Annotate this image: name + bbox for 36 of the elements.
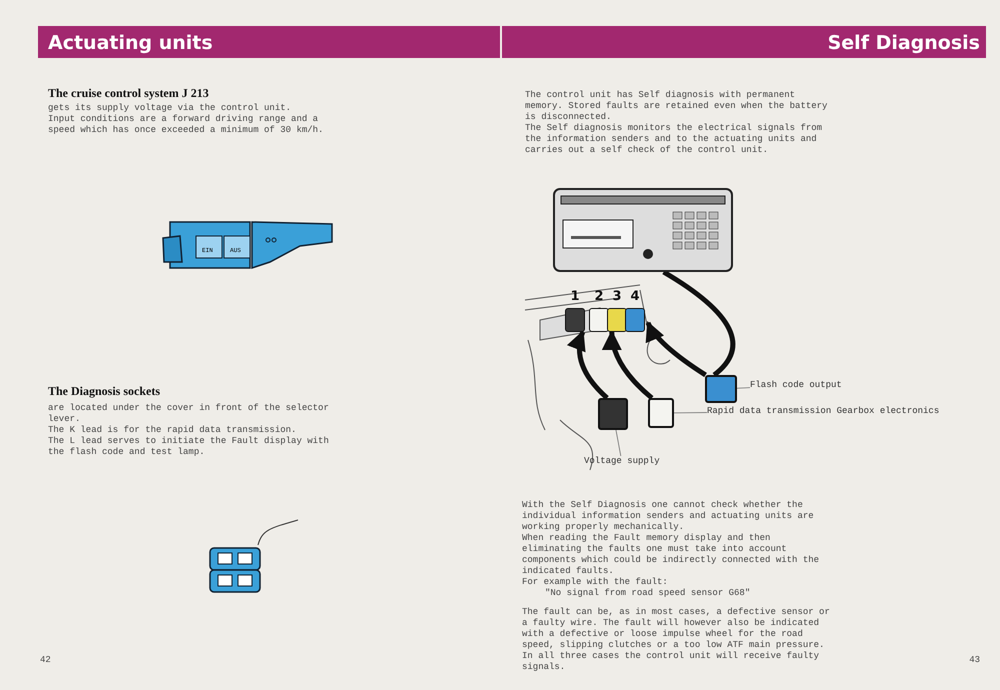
paragraph: are located under the cover in front of the selector lever. [48,403,330,425]
arrow [602,330,654,400]
quoted-fault: "No signal from road speed sensor G68" [545,588,750,599]
arrow [646,321,707,378]
page-number: 42 [40,655,51,666]
leader-line [736,387,750,389]
arrow [568,330,609,400]
header-title: Self Diagnosis [828,31,980,55]
plug-connector [598,398,628,430]
paragraph: With the Self Diagnosis one cannot check whether the individual information senders and actuating units are working properly mechanically. [522,500,815,533]
socket-number: 4 [629,290,641,304]
plug-connector [705,375,737,403]
tester-drawing [553,188,733,272]
socket [622,290,648,332]
paragraph: The control unit has Self diagnosis with permanent memory. Stored faults are retained even when the battery is disconnected. [525,90,828,123]
page-number: 43 [969,655,980,666]
callout-text: Flash code output [750,380,842,391]
callout-text: Rapid data transmission Gearbox electronics [707,406,940,417]
paragraph: The L lead serves to initiate the Fault display with the flash code and test lamp. [48,436,330,458]
header-title: Actuating units [48,31,213,55]
paragraph: Input conditions are a forward driving range and a speed which has once exceeded a minimum of 30 km/h. [48,114,324,136]
paragraph: gets its supply voltage via the control unit. [48,103,292,114]
leader-line [616,430,622,456]
section-heading: The Diagnosis sockets [48,386,160,397]
paragraph: The Self diagnosis monitors the electrical signals from the information senders and to the actuating units and carries out a self check of the control unit. [525,123,824,156]
paragraph: The K lead is for the rapid data transmission. [48,425,296,436]
socket-number: 2 [593,290,605,304]
plug-connector [648,398,674,428]
paragraph: When reading the Fault memory display and then eliminating the faults one must take into account components which could be indirectly connected with the indicated faults. [522,533,820,577]
paragraph: The fault can be, as in most cases, a defective sensor or a faulty wire. The fault will however also be indicated with a defective or loose impulse wheel for the road speed, slipping clutches or a too low ATF main pressure. In all three cases the control unit will receive faulty signals. [522,607,831,673]
socket-number: 1 [569,290,581,304]
section-heading: The cruise control system J 213 [48,88,209,99]
paragraph: For example with the fault: [522,577,668,588]
leader-line [674,412,708,414]
socket [562,290,588,332]
cable [662,270,736,377]
